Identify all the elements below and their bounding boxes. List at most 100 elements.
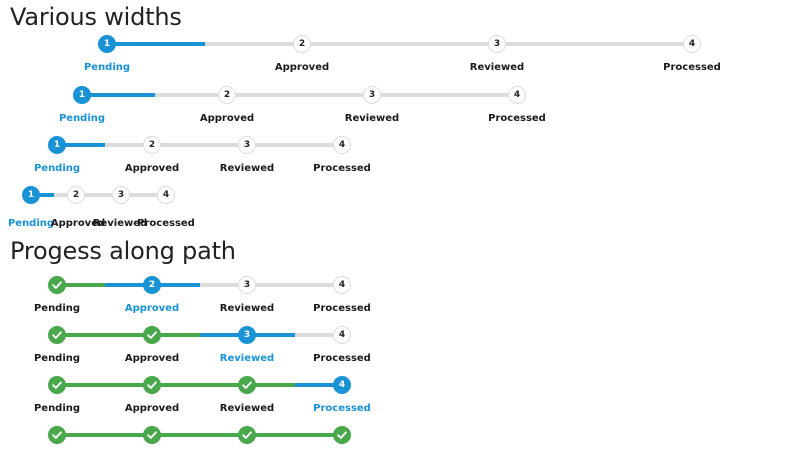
step-4-node[interactable]: 4 (333, 136, 351, 154)
step-1-label: Pending (33, 163, 81, 174)
step-1-label: Pending (58, 113, 106, 124)
step-4-node[interactable]: 4 (157, 186, 175, 204)
section-title-various-widths: Various widths (10, 3, 182, 31)
step-2-node[interactable]: 2 (218, 86, 236, 104)
step-3-node[interactable] (238, 426, 256, 444)
step-number: 2 (223, 90, 231, 100)
progress-fill-current (107, 42, 205, 46)
step-number: 1 (103, 39, 111, 49)
step-2-node[interactable] (143, 326, 161, 344)
step-number: 2 (148, 140, 156, 150)
progress-track (31, 193, 166, 197)
progress-fill-current (82, 93, 155, 97)
progress-fill-current (247, 333, 295, 337)
step-4-node[interactable]: 4 (333, 326, 351, 344)
step-1-label: Pending (83, 62, 131, 73)
step-number: 4 (338, 280, 346, 290)
step-4-label: Processed (313, 353, 371, 364)
progress-fill-complete (57, 333, 152, 337)
checkmark-icon (146, 379, 158, 391)
checkmark-icon (241, 379, 253, 391)
progress-fill-current (31, 193, 54, 197)
checkmark-icon (146, 329, 158, 341)
step-2-node[interactable]: 2 (143, 136, 161, 154)
step-2-node[interactable]: 2 (293, 35, 311, 53)
progress-fill-complete (152, 333, 200, 337)
step-1-node[interactable] (48, 426, 66, 444)
step-number: 4 (688, 39, 696, 49)
step-2-label: Approved (124, 353, 180, 364)
step-2-label: Approved (274, 62, 330, 73)
step-3-node[interactable]: 3 (363, 86, 381, 104)
step-number: 3 (243, 280, 251, 290)
step-3-label: Reviewed (219, 303, 275, 314)
step-number: 4 (338, 330, 346, 340)
progress-track (82, 93, 517, 97)
step-1-label: Pending (33, 403, 81, 414)
step-number: 1 (53, 140, 61, 150)
step-2-label: Approved (124, 403, 180, 414)
step-1-node[interactable]: 1 (73, 86, 91, 104)
checkmark-icon (51, 379, 63, 391)
progress-fill-complete (57, 433, 152, 437)
step-4-node[interactable]: 4 (683, 35, 701, 53)
step-3-node[interactable]: 3 (238, 276, 256, 294)
step-4-label: Processed (313, 163, 371, 174)
step-4-node[interactable]: 4 (508, 86, 526, 104)
checkmark-icon (146, 429, 158, 441)
progress-track (57, 143, 342, 147)
step-3-node[interactable]: 3 (238, 136, 256, 154)
step-1-node[interactable]: 1 (48, 136, 66, 154)
progress-fill-current (104, 283, 152, 287)
step-1-label: Pending (33, 353, 81, 364)
step-1-node[interactable]: 1 (22, 186, 40, 204)
step-3-node[interactable]: 3 (112, 186, 130, 204)
step-2-label: Approved (124, 163, 180, 174)
step-3-node[interactable]: 3 (488, 35, 506, 53)
step-1-node[interactable] (48, 376, 66, 394)
step-1-node[interactable] (48, 326, 66, 344)
step-3-label: Reviewed (344, 113, 400, 124)
progress-track (107, 42, 692, 46)
step-number: 2 (148, 280, 156, 290)
checkmark-icon (336, 429, 348, 441)
step-2-node[interactable] (143, 426, 161, 444)
step-1-node[interactable]: 1 (98, 35, 116, 53)
step-number: 4 (338, 140, 346, 150)
step-2-label: Approved (50, 218, 106, 229)
step-3-node[interactable]: 3 (238, 326, 256, 344)
progress-fill-complete (152, 383, 247, 387)
step-3-label: Reviewed (219, 353, 275, 364)
step-1-node[interactable] (48, 276, 66, 294)
step-4-node[interactable]: 4 (333, 276, 351, 294)
checkmark-icon (241, 429, 253, 441)
checkmark-icon (51, 279, 63, 291)
step-4-node[interactable]: 4 (333, 376, 351, 394)
progress-fill-current (199, 333, 247, 337)
step-3-label: Reviewed (469, 62, 525, 73)
progress-track (57, 283, 342, 287)
step-number: 3 (117, 190, 125, 200)
step-4-label: Processed (313, 403, 371, 414)
step-number: 1 (27, 190, 35, 200)
progress-fill-current (57, 143, 105, 147)
step-2-node[interactable] (143, 376, 161, 394)
step-number: 3 (243, 140, 251, 150)
progress-fill-current (294, 383, 342, 387)
step-number: 2 (298, 39, 306, 49)
step-2-label: Approved (199, 113, 255, 124)
progress-fill-complete (247, 433, 342, 437)
step-4-label: Processed (313, 303, 371, 314)
section-title-progress-along-path: Progess along path (10, 237, 236, 265)
progress-fill-complete (247, 383, 295, 387)
step-2-node[interactable]: 2 (67, 186, 85, 204)
step-4-label: Processed (488, 113, 546, 124)
step-1-label: Pending (33, 303, 81, 314)
step-1-label: Pending (7, 218, 55, 229)
step-number: 3 (243, 330, 251, 340)
step-2-node[interactable]: 2 (143, 276, 161, 294)
step-4-node[interactable] (333, 426, 351, 444)
step-3-node[interactable] (238, 376, 256, 394)
step-4-label: Processed (663, 62, 721, 73)
step-2-label: Approved (124, 303, 180, 314)
